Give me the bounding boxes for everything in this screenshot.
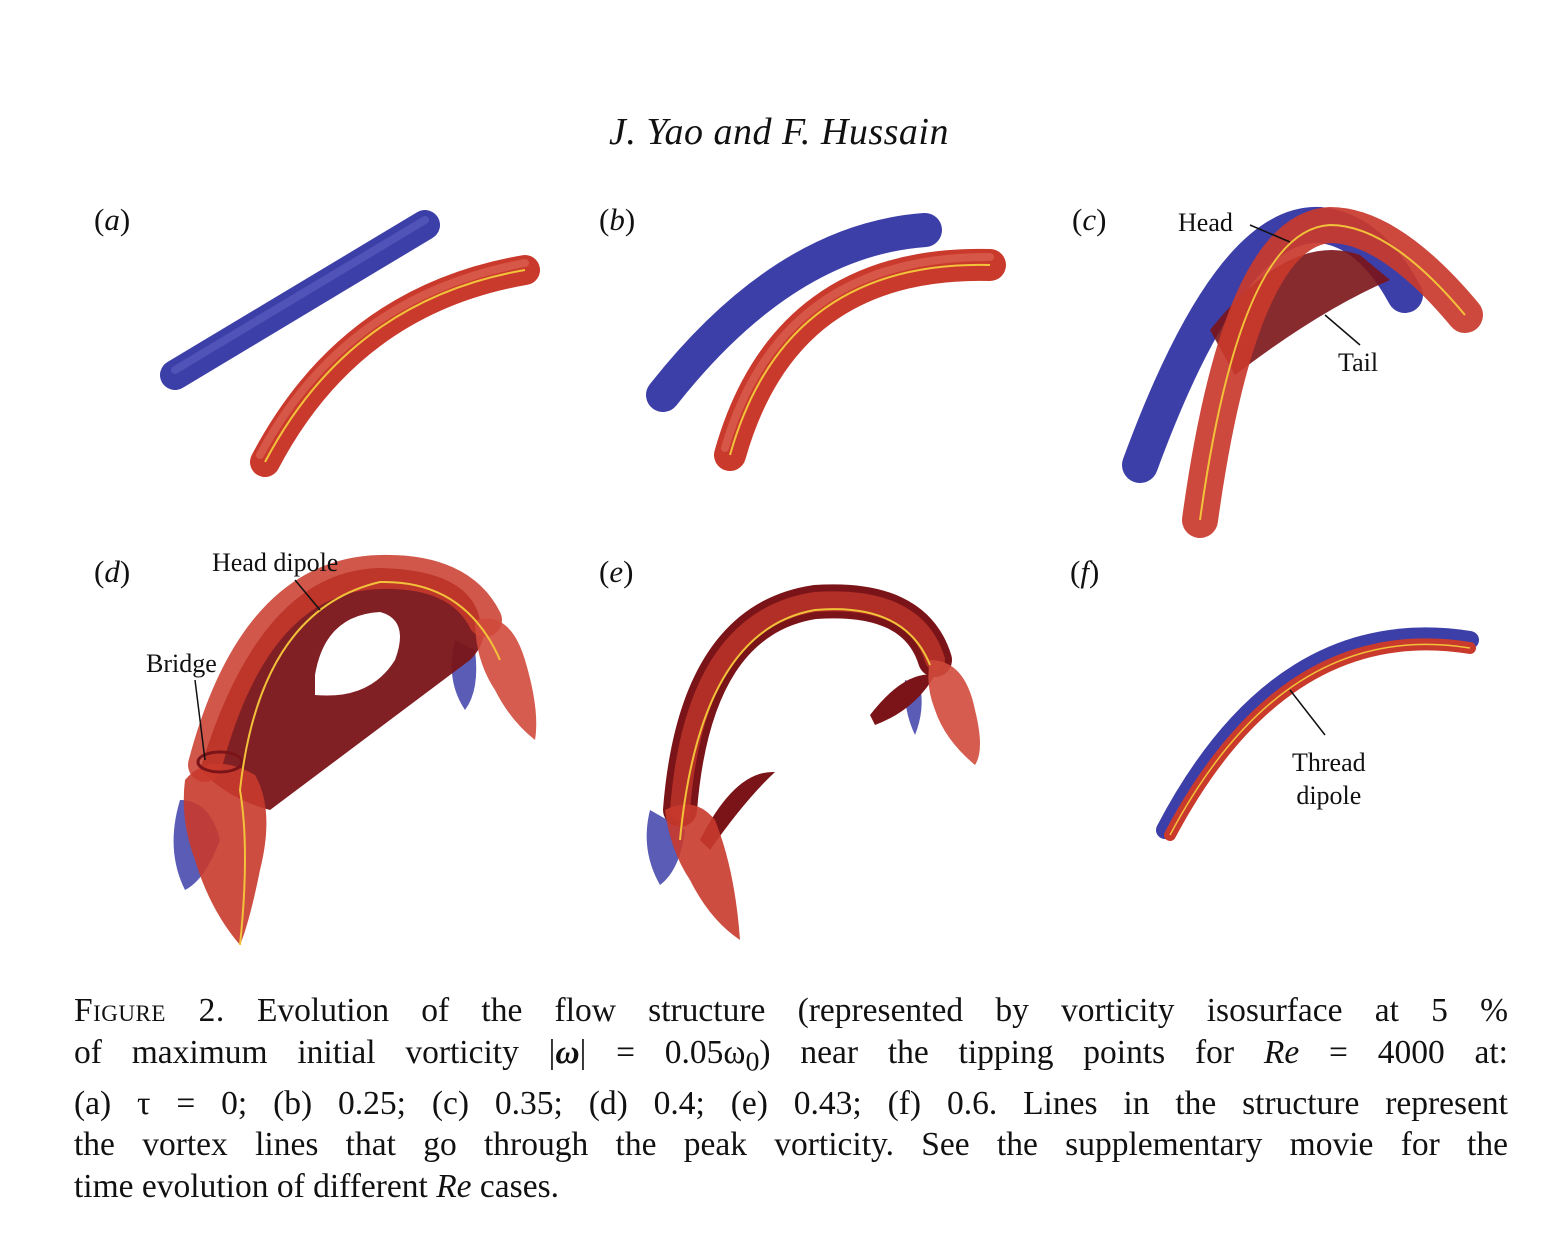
head-leader-line [1249,224,1291,243]
red-vortex-tube [1182,206,1483,538]
caption-line-2: of maximum initial vorticity |ω| = 0.05ω… [74,1033,1508,1078]
panel-label-b: (b) [599,202,636,237]
panel-e: (e) [585,550,1085,940]
figure-caption: Figure 2. Evolution of the flow structur… [74,990,1508,1207]
panel-c: (c) Head Tail [1060,200,1558,560]
panel-label-d: (d) [94,554,131,589]
left-leg [183,763,267,945]
panel-f-isosurface [1156,627,1479,841]
panel-a: (a) [80,200,580,560]
blue-vortex-tube [160,210,440,390]
right-leg [928,660,980,765]
bridge-leader-line [194,679,206,761]
annotation-bridge: Bridge [146,649,217,678]
figure-label: Figure 2. [74,992,225,1029]
caption-line-3: (a) τ = 0; (b) 0.25; (c) 0.35; (d) 0.4; … [74,1084,1508,1122]
panel-label-a: (a) [94,202,131,237]
panel-e-isosurface [646,584,980,940]
head-dipole-leader-line [294,579,321,611]
head-dipole-tube [188,554,502,782]
arch-tube-highlight [670,591,945,820]
panel-label-f: (f) [1070,554,1100,589]
vortex-line [238,580,501,946]
tail-leader-line [1324,314,1361,346]
panel-b: (b) [585,200,1085,560]
annotation-tail: Tail [1338,348,1379,377]
blue-thread [1156,627,1479,839]
red-vortex-tube [250,255,540,477]
right-fin [870,674,935,725]
vortex-line [1169,643,1471,836]
left-leg [665,804,740,940]
caption-line-5: time evolution of different Re cases. [74,1167,559,1205]
right-leg [475,618,537,740]
panel-label-e: (e) [599,554,634,589]
vortex-line [679,608,931,841]
annotation-head: Head [1178,208,1233,237]
thread-dipole-leader-line [1289,689,1326,736]
panel-b-isosurface [646,213,1006,471]
panel-c-isosurface [1122,206,1483,538]
panel-label-c: (c) [1072,202,1107,237]
running-head: J. Yao and F. Hussain [609,111,949,153]
panel-a-isosurface [160,210,540,477]
panel-d-isosurface [173,554,537,946]
annotation-head-dipole: Head dipole [212,548,339,577]
panel-d: (d) Head dipole Bridge [80,548,580,946]
blue-vortex-tube [646,213,942,412]
caption-line-4: the vortex lines that go through the pea… [74,1126,1508,1164]
caption-line-1: Figure 2. Evolution of the flow structur… [74,992,1509,1029]
bridge-ring [196,750,244,774]
red-vortex-tube [714,248,1006,471]
